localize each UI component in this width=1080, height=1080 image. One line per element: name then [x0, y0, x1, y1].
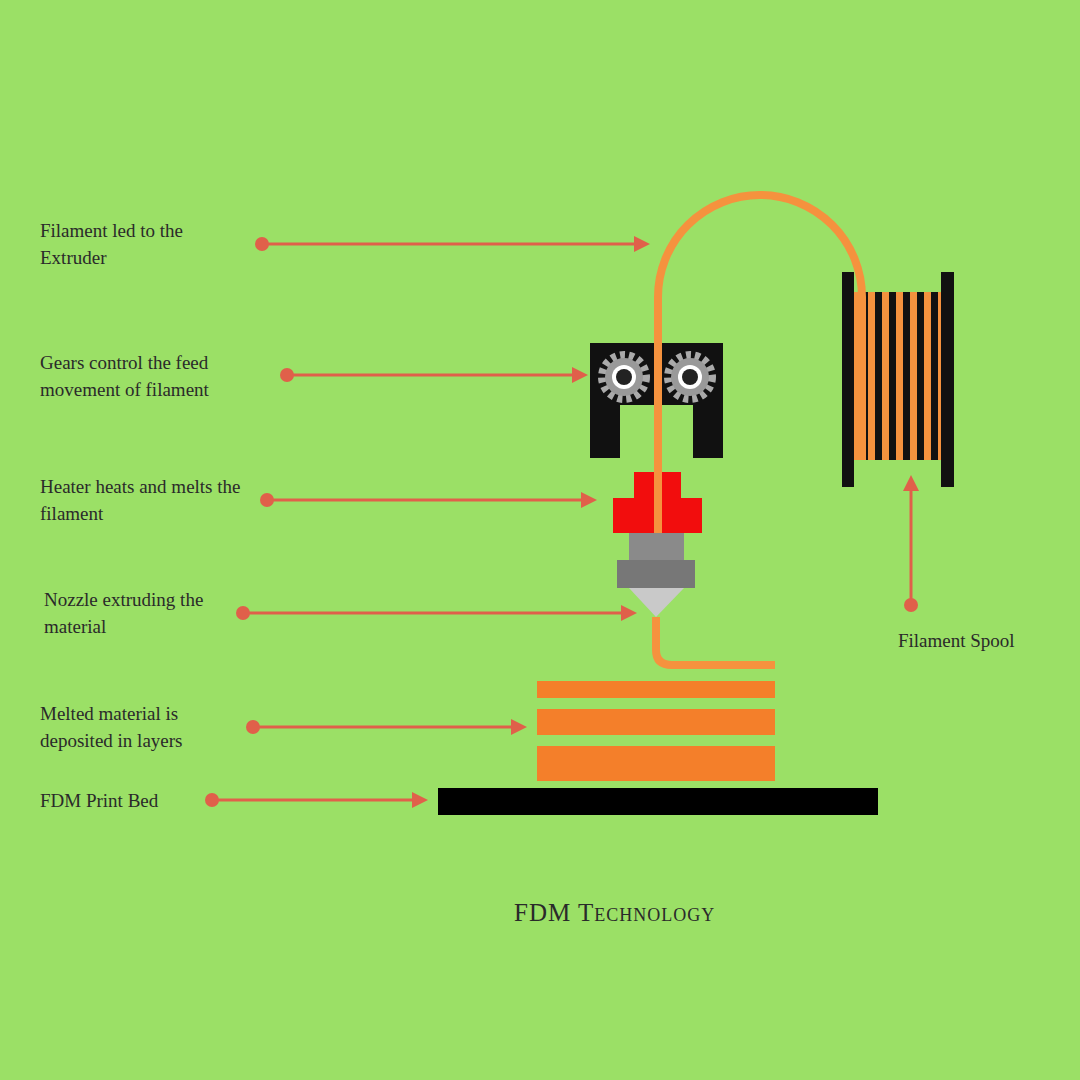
callout-label: Filament Spool — [898, 627, 1068, 654]
extruded-strand — [656, 617, 775, 665]
callout-label: Gears control the feed movement of filam… — [40, 349, 275, 403]
nozzle — [617, 533, 695, 617]
callout-label: Melted material is deposited in layers — [40, 700, 245, 754]
print-bed — [438, 788, 878, 815]
printed-layers — [537, 681, 775, 781]
callout-label: Filament led to the Extruder — [40, 217, 245, 271]
callout-label: FDM Print Bed — [40, 787, 205, 814]
gear-housing — [590, 343, 723, 458]
heater-block — [613, 472, 702, 533]
drive-gears — [602, 343, 712, 405]
filament — [654, 472, 662, 533]
callout-label: Nozzle extruding the material — [44, 586, 234, 640]
filament — [658, 195, 862, 535]
leader-arrows — [205, 236, 919, 808]
callout-label: Heater heats and melts the filament — [40, 473, 245, 527]
diagram-title: FDM Technology — [514, 899, 715, 927]
